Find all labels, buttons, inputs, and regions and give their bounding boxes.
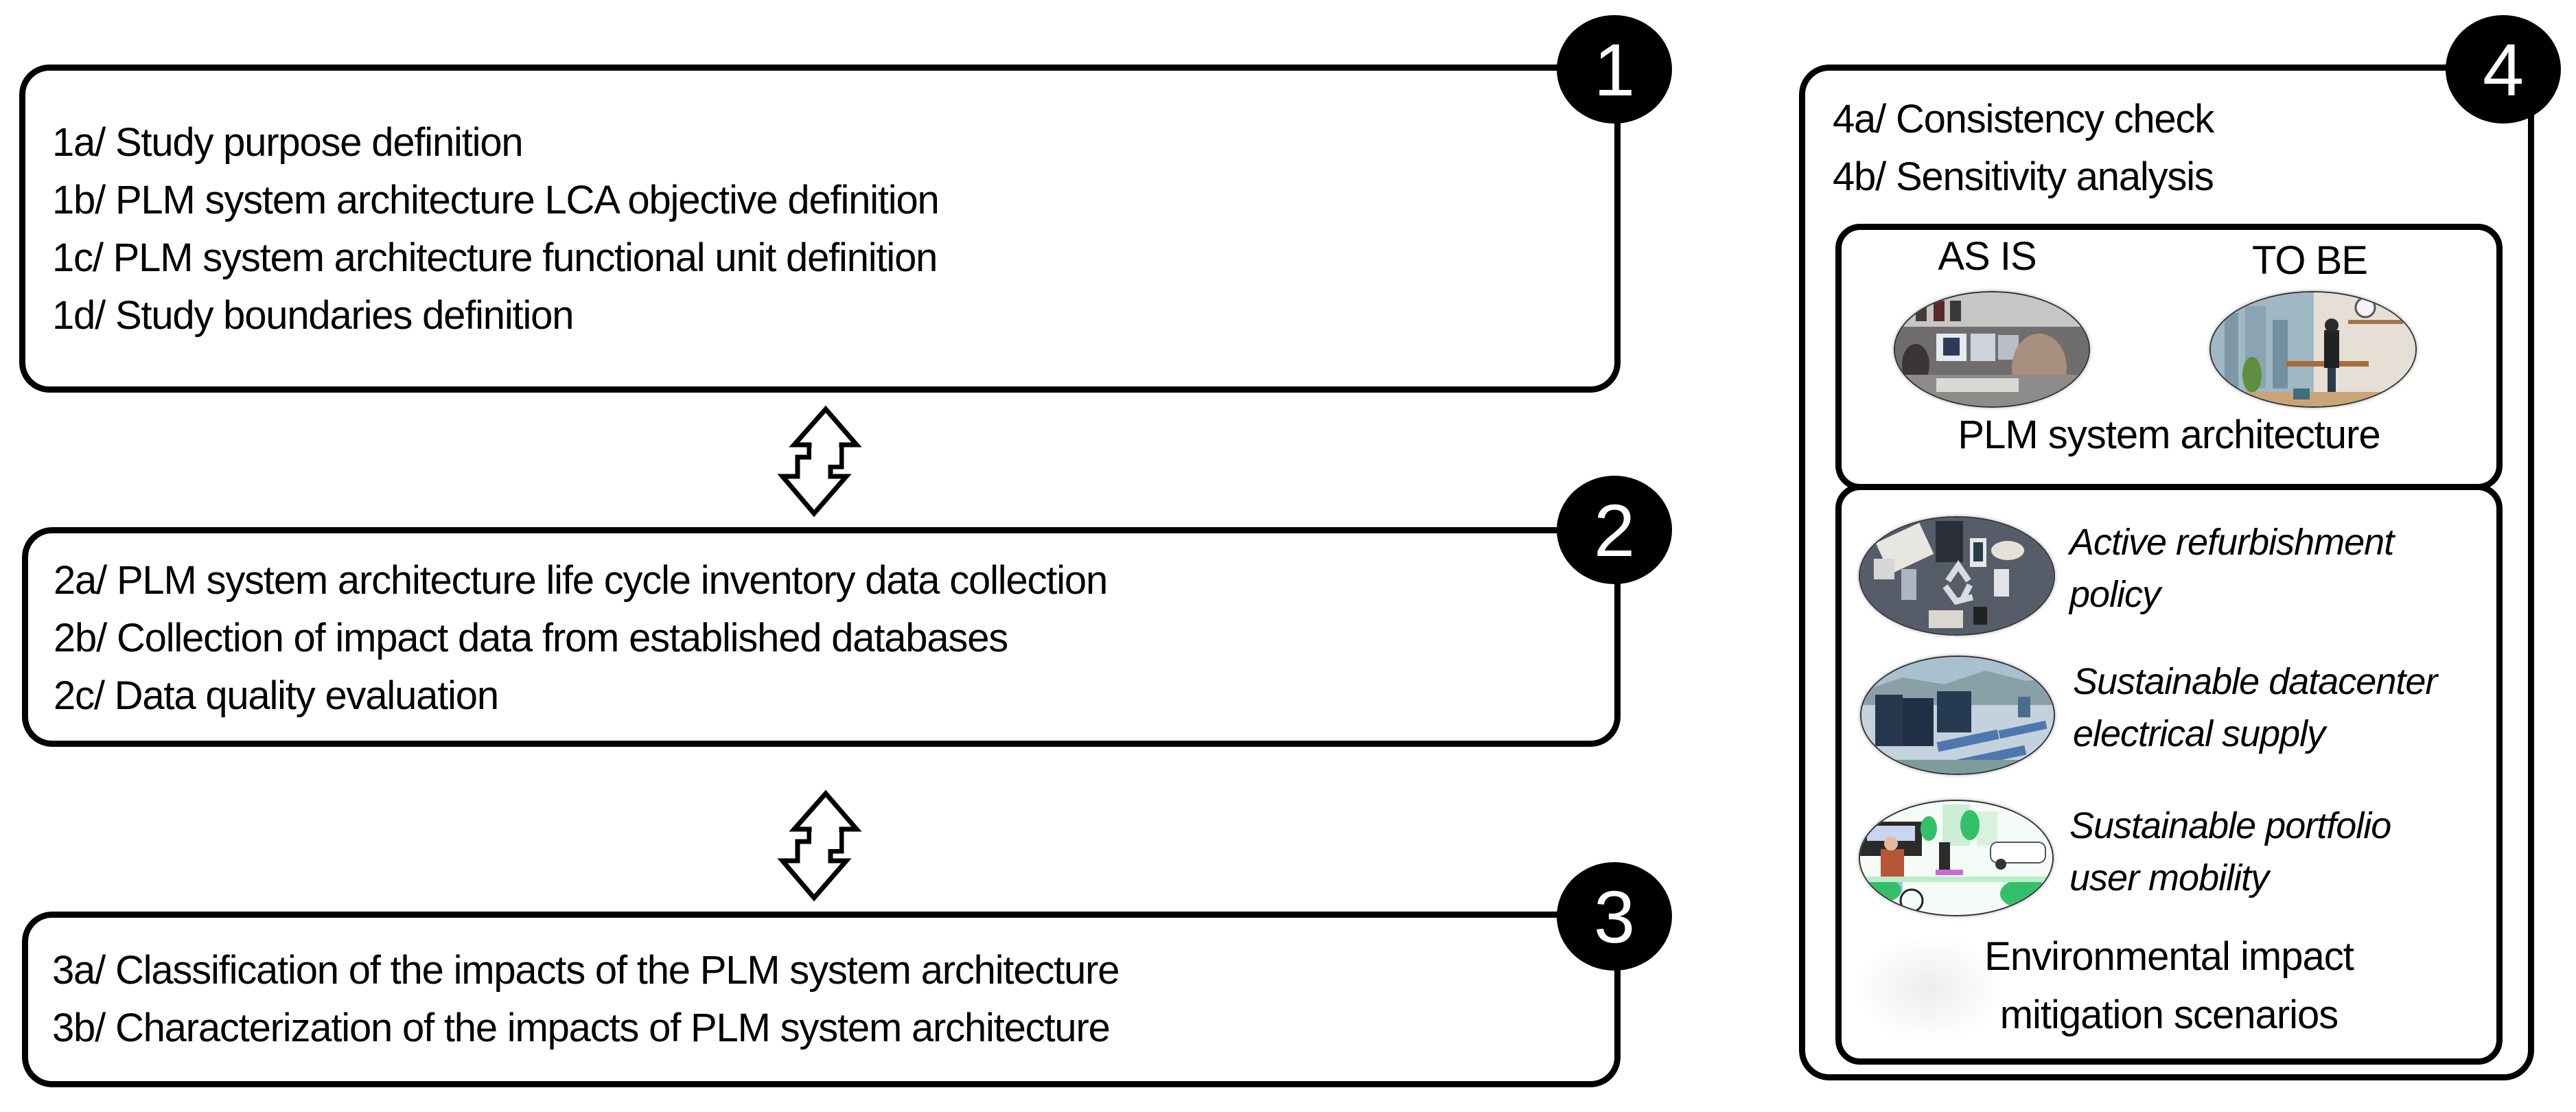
step-1-items: 1a/ Study purpose definition 1b/ PLM sys… xyxy=(52,114,940,345)
step-4-badge: 4 xyxy=(2446,15,2561,124)
bidirectional-arrow-icon xyxy=(777,789,862,902)
office-team-image xyxy=(1894,291,2090,408)
step-2c-text: 2c/ Data quality evaluation xyxy=(54,673,499,718)
scenario-1-text: Active refurbishment policy xyxy=(2069,516,2394,621)
scenario-2-line2: electrical supply xyxy=(2073,713,2325,754)
recycled-electronics-image xyxy=(1859,516,2055,636)
scenario-1-line2: policy xyxy=(2069,574,2161,615)
step-4a-text: 4a/ Consistency check xyxy=(1833,97,2214,141)
scenario-3-text: Sustainable portfolio user mobility xyxy=(2069,800,2391,904)
as-is-label: AS IS xyxy=(1938,234,2037,279)
step-1-badge: 1 xyxy=(1557,15,1672,124)
step-3a-text: 3a/ Classification of the impacts of the… xyxy=(52,948,1120,993)
step-2b-text: 2b/ Collection of impact data from estab… xyxy=(54,616,1008,660)
step-2-items: 2a/ PLM system architecture life cycle i… xyxy=(54,552,1108,725)
caption-shadow xyxy=(1853,934,2004,1043)
mitigation-caption-line1: Environmental impact xyxy=(1984,934,2354,979)
step-2-badge: 2 xyxy=(1557,476,1672,584)
step-3-badge: 3 xyxy=(1557,862,1672,971)
architecture-caption: PLM system architecture xyxy=(1958,413,2380,457)
solar-datacenter-image xyxy=(1860,656,2055,775)
step-1b-text: 1b/ PLM system architecture LCA objectiv… xyxy=(52,178,940,222)
step-1d-text: 1d/ Study boundaries definition xyxy=(52,293,574,338)
step-1-box xyxy=(19,65,1621,393)
scenario-1-line1: Active refurbishment xyxy=(2069,522,2394,563)
scenario-3-line1: Sustainable portfolio xyxy=(2069,805,2391,846)
step-3b-text: 3b/ Characterization of the impacts of P… xyxy=(52,1006,1111,1050)
scenario-3-line2: user mobility xyxy=(2069,857,2269,899)
step-2a-text: 2a/ PLM system architecture life cycle i… xyxy=(54,558,1108,603)
to-be-label: TO BE xyxy=(2252,238,2368,283)
step-1c-text: 1c/ PLM system architecture functional u… xyxy=(52,235,938,280)
bidirectional-arrow-icon xyxy=(777,405,862,518)
step-3-box xyxy=(22,912,1621,1087)
step-1a-text: 1a/ Study purpose definition xyxy=(52,120,524,165)
green-mobility-image xyxy=(1859,800,2054,916)
mitigation-caption-line2: mitigation scenarios xyxy=(1999,993,2339,1037)
remote-worker-image xyxy=(2209,291,2417,408)
scenario-2-text: Sustainable datacenter electrical supply xyxy=(2073,656,2437,760)
step-4b-text: 4b/ Sensitivity analysis xyxy=(1833,154,2214,199)
step-4-items: 4a/ Consistency check 4b/ Sensitivity an… xyxy=(1833,91,2214,206)
step-2-box xyxy=(22,527,1621,747)
step-3-items: 3a/ Classification of the impacts of the… xyxy=(52,942,1120,1057)
scenario-2-line1: Sustainable datacenter xyxy=(2073,661,2437,702)
